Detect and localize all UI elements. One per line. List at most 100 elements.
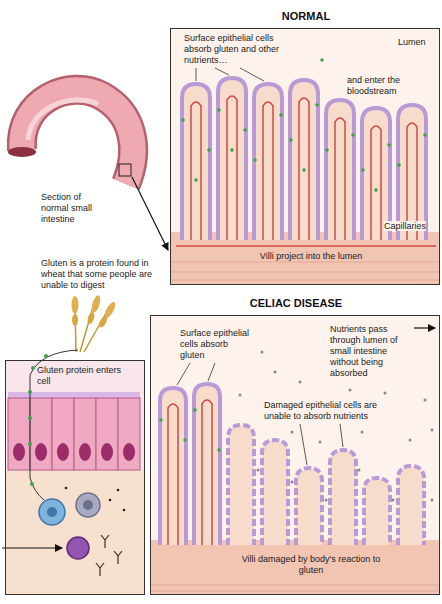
pointer-arrow <box>132 177 168 250</box>
dot <box>31 366 35 370</box>
muscle-layer <box>170 262 440 280</box>
wheat-ear <box>90 294 102 313</box>
dot <box>117 489 120 492</box>
dot <box>261 351 264 354</box>
antibodies <box>96 535 122 576</box>
lamina <box>5 470 145 595</box>
figure-label: Gluten is a protein found in wheat that … <box>40 258 164 291</box>
nucleus <box>35 443 47 461</box>
dot <box>302 168 306 172</box>
lumen-ground <box>170 28 440 285</box>
dot <box>361 168 365 172</box>
cell-ground <box>5 360 145 595</box>
nucleus <box>57 443 69 461</box>
dot <box>194 178 198 182</box>
dot <box>239 394 242 397</box>
dot <box>387 143 391 147</box>
dot <box>109 499 112 502</box>
dot <box>253 158 257 162</box>
dot <box>299 381 302 384</box>
nucleus <box>13 443 25 461</box>
callout-label: Villi damaged by body's reaction to glut… <box>231 554 391 576</box>
callout-label: Surface epithelial cells absorb gluten a… <box>183 33 293 66</box>
dot <box>28 442 32 446</box>
damaged-villus <box>296 468 322 545</box>
dot <box>384 392 387 395</box>
villus <box>160 388 186 545</box>
section-marker <box>119 164 131 176</box>
villus <box>398 105 426 240</box>
villus <box>254 84 282 240</box>
dot <box>159 418 163 422</box>
dot <box>351 133 355 137</box>
cell <box>52 398 74 470</box>
dot <box>279 113 283 117</box>
nucleus <box>101 443 113 461</box>
dot <box>30 482 34 486</box>
cell <box>74 398 96 470</box>
dot <box>28 390 32 394</box>
wheat <box>72 294 118 352</box>
dot <box>358 469 361 472</box>
capillary <box>371 126 381 240</box>
dot <box>325 499 328 502</box>
cell <box>96 398 118 470</box>
capillaries <box>191 96 417 240</box>
villi <box>160 384 424 545</box>
dot <box>181 118 185 122</box>
damaged-villus <box>398 466 424 545</box>
flow-arrow <box>414 327 435 328</box>
dot <box>291 431 294 434</box>
panel-box: NORMALSurface epithelial cells absorb gl… <box>170 28 440 285</box>
dot <box>123 509 126 512</box>
panel-box: CELIAC DISEASESurface epithelial cells a… <box>150 315 440 595</box>
villus <box>326 100 354 240</box>
capillary <box>299 98 309 240</box>
dot <box>397 163 401 167</box>
dot <box>325 148 329 152</box>
cell <box>30 398 52 470</box>
wheat-grain <box>72 314 78 326</box>
villus <box>290 80 318 240</box>
muscle-layer <box>150 585 440 591</box>
cell-nucleus <box>47 507 57 517</box>
dot <box>424 399 427 402</box>
dot <box>183 438 187 442</box>
dot <box>230 148 234 152</box>
callout-label: Gluten protein enters cell <box>36 365 134 387</box>
cell <box>118 398 140 470</box>
gluten-dots <box>159 408 221 452</box>
pointer-arrow <box>2 547 62 548</box>
wheat-grain <box>86 311 95 324</box>
dot <box>409 439 412 442</box>
capillary <box>176 245 436 247</box>
lumen-ground <box>150 315 440 595</box>
callout-label: Damaged epithelial cells are unable to a… <box>263 400 405 422</box>
damaged-villus <box>364 478 390 545</box>
wheat-ear <box>72 296 79 314</box>
nucleus <box>123 443 135 461</box>
dot <box>193 408 197 412</box>
dot <box>28 416 32 420</box>
callout-label: Nutrients pass through lumen of small in… <box>329 324 413 379</box>
epithelial-cells <box>8 398 140 470</box>
immune-cell <box>67 537 89 559</box>
callout-label: Villi project into the lumen <box>241 251 381 262</box>
intestine-base <box>150 540 440 595</box>
capillary <box>335 118 345 240</box>
intestine-wall <box>22 90 133 184</box>
villi <box>182 78 426 240</box>
dot <box>315 103 319 107</box>
dot <box>361 431 364 434</box>
capillary <box>191 102 201 240</box>
dot <box>217 108 221 112</box>
panel-title: NORMAL <box>171 10 441 23</box>
callout-label: Surface epithelial cells absorb gluten <box>179 328 253 361</box>
wheat-grain <box>97 315 108 328</box>
cell-nucleus <box>83 500 93 510</box>
dot <box>291 481 294 484</box>
dot <box>392 499 395 502</box>
intestine-opening <box>8 147 36 157</box>
dot <box>257 469 260 472</box>
intestine-tube <box>22 90 133 184</box>
